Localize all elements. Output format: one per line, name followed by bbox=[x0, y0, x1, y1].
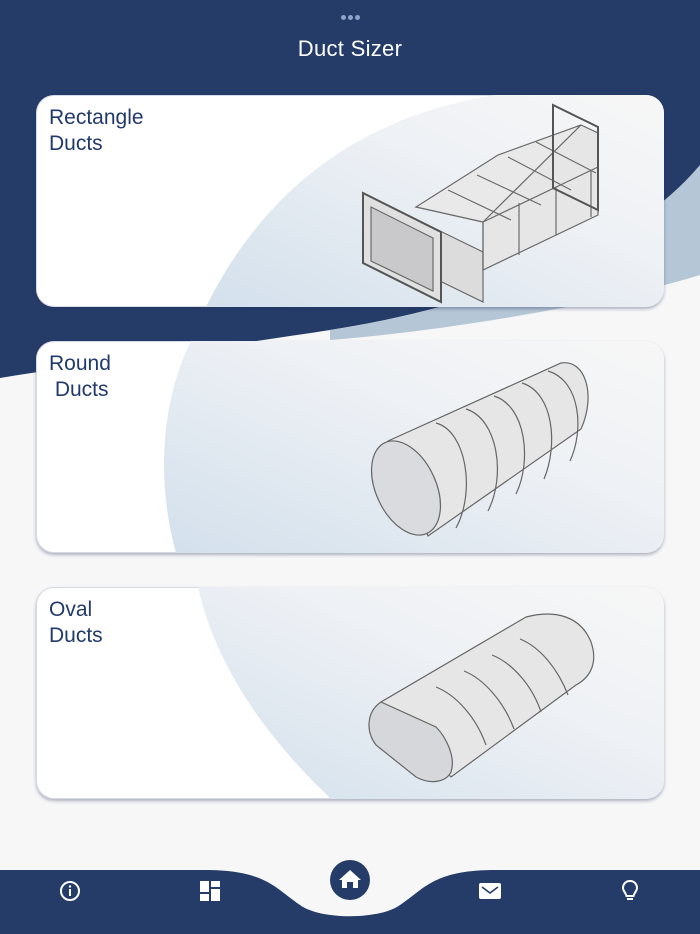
oval-duct-illustration bbox=[368, 613, 595, 783]
dashboard-icon bbox=[200, 881, 220, 901]
round-duct-illustration bbox=[370, 362, 589, 537]
round-ducts-card[interactable]: Round Ducts bbox=[36, 341, 664, 553]
nav-mail-button[interactable] bbox=[476, 880, 504, 902]
more-dot bbox=[354, 15, 360, 20]
lightbulb-icon bbox=[621, 879, 639, 900]
mail-icon bbox=[479, 883, 501, 899]
page-title: Duct Sizer bbox=[297, 36, 403, 61]
more-dot bbox=[347, 15, 353, 20]
window-handle[interactable] bbox=[0, 7, 700, 25]
nav-home-button[interactable] bbox=[336, 868, 364, 890]
card-label: Round Ducts bbox=[49, 352, 111, 401]
nav-dashboard-button[interactable] bbox=[196, 880, 224, 902]
card-label: Rectangle Ducts bbox=[49, 106, 144, 155]
oval-ducts-card[interactable]: Oval Ducts bbox=[36, 587, 664, 799]
home-icon bbox=[339, 870, 361, 888]
nav-info-button[interactable] bbox=[56, 880, 84, 902]
card-label: Oval Ducts bbox=[49, 598, 103, 647]
info-icon bbox=[60, 881, 80, 901]
nav-tips-button[interactable] bbox=[616, 879, 644, 902]
rectangular-duct-illustration bbox=[362, 103, 599, 304]
rectangle-ducts-card[interactable]: Rectangle Ducts bbox=[36, 95, 664, 307]
more-dots-icon bbox=[340, 15, 346, 20]
